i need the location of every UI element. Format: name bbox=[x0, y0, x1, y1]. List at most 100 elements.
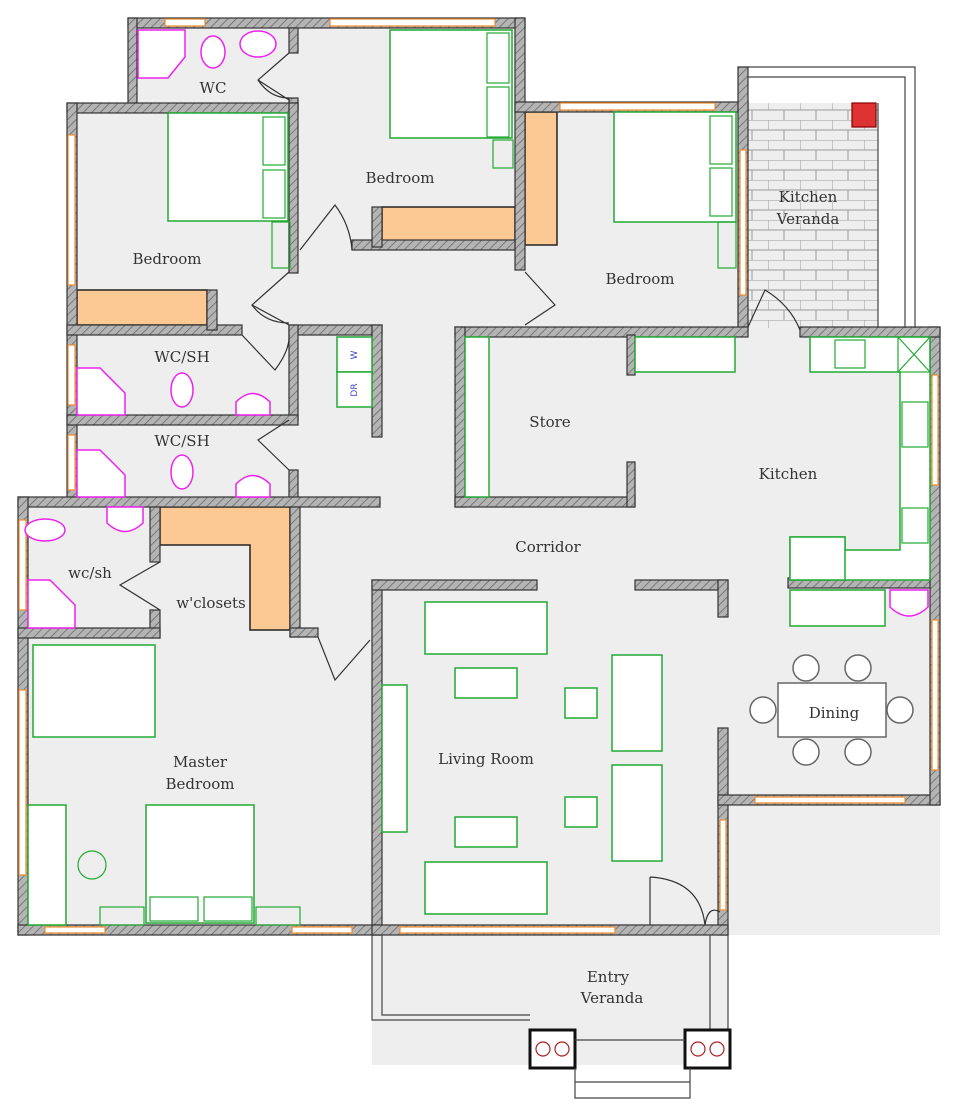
toilet-icon bbox=[170, 372, 194, 408]
dining-chair bbox=[792, 738, 820, 766]
dryer-label: DR bbox=[350, 383, 360, 396]
veranda-structures bbox=[371, 66, 916, 1099]
window bbox=[18, 689, 27, 876]
dining-chair bbox=[749, 696, 777, 724]
room-labels: WCBedroomBedroomBedroomKitchenVerandaWC/… bbox=[68, 79, 859, 1007]
door-swing bbox=[250, 271, 290, 326]
room-label-corridor: Corridor bbox=[515, 538, 581, 556]
wall bbox=[289, 506, 301, 638]
wall bbox=[17, 496, 381, 508]
pillow bbox=[262, 169, 286, 219]
wall bbox=[288, 324, 299, 421]
kitchen-cabinet bbox=[789, 589, 886, 627]
wall bbox=[454, 496, 636, 508]
sink-icon bbox=[239, 30, 277, 58]
toilet-icon bbox=[170, 454, 194, 490]
windows bbox=[18, 18, 939, 934]
closets bbox=[76, 111, 558, 631]
pillow bbox=[709, 115, 733, 165]
wall bbox=[371, 579, 538, 591]
shower-icon bbox=[76, 367, 126, 416]
wall bbox=[371, 579, 383, 936]
pillow bbox=[486, 86, 510, 138]
wall bbox=[127, 17, 138, 109]
pillar-column bbox=[690, 1041, 706, 1057]
shower-icon bbox=[76, 449, 126, 498]
nightstand bbox=[255, 906, 301, 926]
closet bbox=[76, 289, 208, 326]
dining-table bbox=[777, 682, 887, 738]
nightstand bbox=[271, 221, 291, 269]
door-swing bbox=[524, 271, 556, 326]
room-label-master-2: Bedroom bbox=[166, 775, 235, 793]
window bbox=[559, 102, 716, 111]
sofa-icon bbox=[424, 861, 548, 915]
wall bbox=[66, 102, 299, 114]
pillow bbox=[149, 896, 199, 922]
window bbox=[67, 434, 76, 491]
chimney-icon bbox=[851, 102, 877, 128]
bed-icon bbox=[32, 644, 156, 738]
window bbox=[399, 926, 616, 934]
sink-icon bbox=[235, 392, 271, 416]
window bbox=[44, 926, 106, 934]
room-label-wcsh-1: WC/SH bbox=[154, 348, 209, 366]
wall bbox=[288, 102, 299, 274]
room-label-wclosets: w'closets bbox=[176, 594, 246, 612]
window bbox=[329, 18, 496, 27]
door-swing bbox=[649, 876, 721, 926]
dining-chair bbox=[844, 738, 872, 766]
pillow bbox=[262, 116, 286, 166]
room-label-bedroom-right: Bedroom bbox=[606, 270, 675, 288]
store-shelf bbox=[464, 336, 490, 498]
pillow bbox=[486, 32, 510, 84]
stove-icon bbox=[834, 339, 866, 369]
door-swing bbox=[257, 52, 290, 101]
pillow bbox=[709, 167, 733, 217]
wall bbox=[289, 627, 319, 638]
entry-veranda-rail bbox=[371, 935, 729, 1030]
window bbox=[67, 134, 76, 286]
door-swing bbox=[118, 561, 161, 611]
closet bbox=[381, 206, 516, 243]
dining-chair bbox=[844, 654, 872, 682]
toilet-icon bbox=[24, 518, 66, 542]
desk-icon bbox=[27, 804, 67, 926]
room-label-kitchen: Kitchen bbox=[759, 465, 818, 483]
entry-steps bbox=[574, 1039, 691, 1099]
veranda-brick-floor bbox=[748, 103, 878, 328]
room-label-living: Living Room bbox=[438, 750, 534, 768]
pillar-column bbox=[535, 1041, 551, 1057]
wall bbox=[634, 579, 729, 591]
kitchen-cabinet bbox=[634, 336, 736, 373]
wall bbox=[626, 461, 636, 508]
tv-unit bbox=[381, 684, 408, 833]
sink-icon bbox=[235, 474, 271, 498]
room-label-wc: WC bbox=[200, 79, 227, 97]
bed-icon bbox=[613, 111, 737, 223]
bed-icon bbox=[389, 29, 513, 139]
island-icon bbox=[789, 536, 846, 581]
door-swing bbox=[241, 334, 290, 371]
room-label-store: Store bbox=[529, 413, 571, 431]
dining-chair bbox=[886, 696, 914, 724]
wall bbox=[626, 334, 636, 376]
sink-icon bbox=[889, 589, 929, 617]
wall bbox=[454, 326, 749, 338]
side-table bbox=[564, 687, 598, 719]
pillar bbox=[528, 1028, 577, 1070]
coffee-table bbox=[454, 816, 518, 848]
wall bbox=[17, 627, 161, 639]
sofa-icon bbox=[611, 654, 663, 752]
fridge-cross bbox=[897, 336, 931, 373]
nightstand bbox=[99, 906, 145, 926]
wall bbox=[288, 469, 299, 501]
hob-icon bbox=[901, 507, 929, 544]
wall bbox=[149, 506, 161, 563]
wall bbox=[206, 289, 218, 331]
wall bbox=[371, 324, 383, 438]
pillar-column bbox=[709, 1041, 725, 1057]
bed-icon bbox=[167, 112, 289, 222]
wall bbox=[288, 27, 299, 54]
bed-icon bbox=[145, 804, 255, 924]
